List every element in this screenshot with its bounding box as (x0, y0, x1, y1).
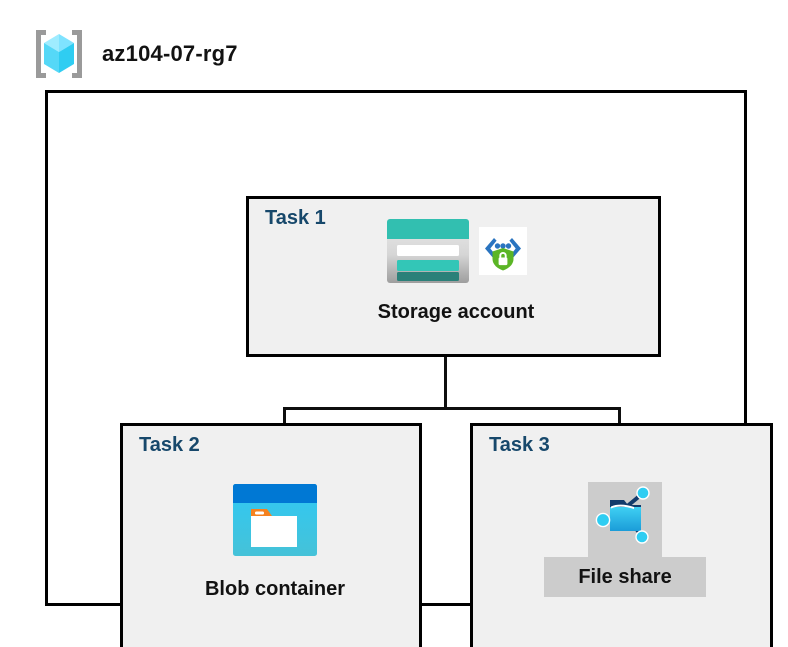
storage-account-icon-row (385, 217, 527, 290)
storage-account-icon (385, 217, 471, 290)
connector-distribution-bus (283, 407, 621, 410)
blob-container-icon (231, 482, 319, 563)
file-share-icon (594, 486, 656, 549)
task-2-box[interactable]: Task 2 (120, 423, 422, 647)
node-file-share[interactable]: File share (544, 482, 706, 597)
task-3-label: Task 3 (489, 434, 550, 456)
resource-group-icon (30, 26, 88, 82)
task-1-box[interactable]: Task 1 (246, 196, 661, 357)
resource-group-name: az104-07-rg7 (102, 41, 238, 66)
storage-account-caption: Storage account (377, 301, 535, 323)
connector-storage-to-bus (444, 308, 447, 409)
file-share-caption: File share (544, 557, 706, 597)
managed-identity-security-icon (479, 227, 527, 280)
file-share-icon-plate (588, 482, 662, 557)
blob-container-caption: Blob container (204, 578, 345, 600)
resource-group-header: az104-07-rg7 (30, 26, 238, 82)
node-storage-account[interactable]: Storage account (341, 217, 571, 324)
node-blob-container[interactable]: Blob container (177, 482, 373, 601)
task-1-label: Task 1 (265, 207, 326, 229)
task-3-box[interactable]: Task 3 (470, 423, 773, 647)
resource-group-container: Task 1 (45, 90, 773, 647)
task-2-label: Task 2 (139, 434, 200, 456)
